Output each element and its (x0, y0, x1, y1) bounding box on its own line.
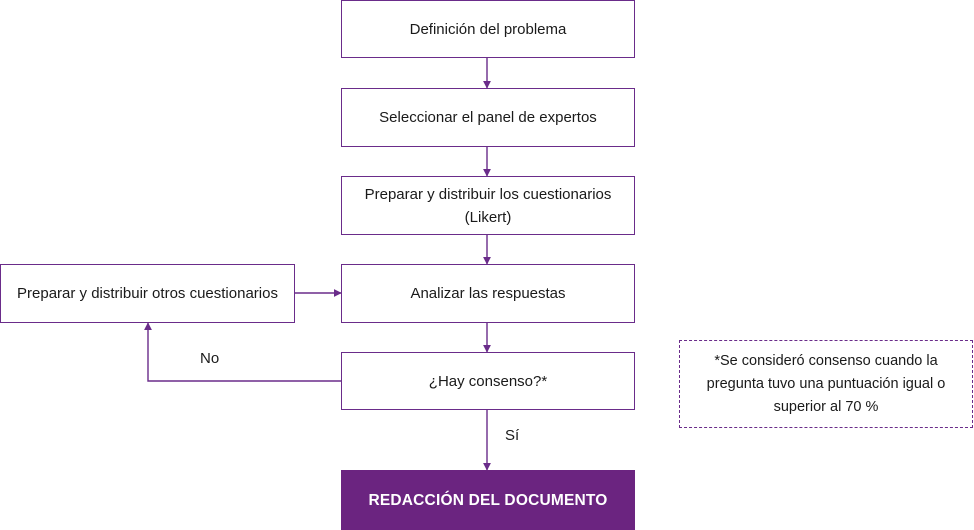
node-seleccionar-panel: Seleccionar el panel de expertos (341, 88, 635, 147)
edge-label-no: No (200, 350, 220, 367)
consensus-footnote-text: *Se consideró consenso cuando la pregunt… (706, 352, 946, 415)
node-preparar-cuestionarios: Preparar y distribuir los cuestionarios … (341, 176, 635, 235)
node-hay-consenso: ¿Hay consenso?* (341, 352, 635, 410)
node-definicion-label: Definición del problema (409, 20, 567, 38)
node-cuestionarios-label: Preparar y distribuir los cuestionarios … (364, 185, 612, 226)
consensus-footnote: *Se consideró consenso cuando la pregunt… (679, 340, 973, 428)
edge-label-si: Sí (505, 427, 520, 444)
node-otros-cuestionarios: Preparar y distribuir otros cuestionario… (0, 264, 295, 323)
node-otros-label: Preparar y distribuir otros cuestionario… (17, 285, 278, 302)
node-redaccion-documento: REDACCIÓN DEL DOCUMENTO (341, 470, 635, 530)
node-consenso-label: ¿Hay consenso?* (428, 372, 548, 390)
node-panel-label: Seleccionar el panel de expertos (379, 109, 597, 126)
node-analizar-respuestas: Analizar las respuestas (341, 264, 635, 323)
arrow-consenso-no-to-otros (144, 322, 341, 382)
node-definicion-problema: Definición del problema (341, 0, 635, 58)
node-analizar-label: Analizar las respuestas (410, 285, 566, 302)
node-redaccion-label: REDACCIÓN DEL DOCUMENTO (368, 491, 608, 509)
